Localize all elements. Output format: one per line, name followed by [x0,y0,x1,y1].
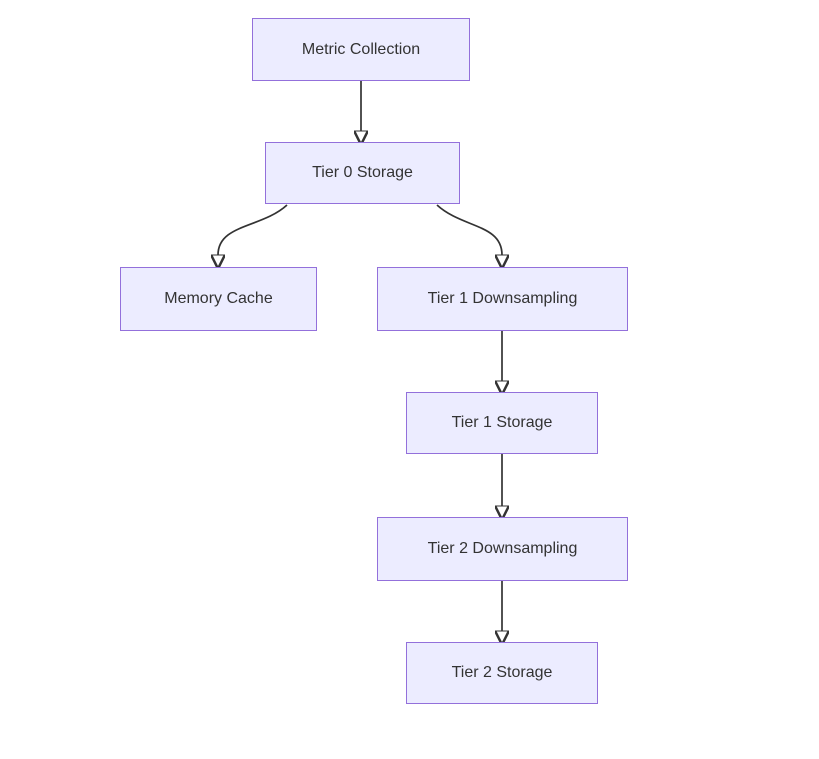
node-tier1-downsampling: Tier 1 Downsampling [377,267,628,331]
node-tier1-downsampling-label: Tier 1 Downsampling [427,290,578,307]
node-metric-collection-label: Metric Collection [301,40,421,58]
node-tier1-storage-label: Tier 1 Storage [451,414,553,431]
edge-tier0-to-t1down [436,204,502,255]
node-memory-cache-label: Memory Cache [164,290,273,307]
node-tier0-storage-label: Tier 0 Storage [312,164,413,181]
node-tier1-storage: Tier 1 Storage [406,392,598,454]
node-tier2-downsampling: Tier 2 Downsampling [377,517,628,581]
node-tier2-storage: Tier 2 Storage [406,642,598,704]
node-tier2-downsampling-label: Tier 2 Downsampling [427,540,578,557]
node-tier2-storage-label: Tier 2 Storage [451,664,553,681]
edge-tier0-to-memcache [218,204,288,255]
node-metric-collection: Metric Collection [252,18,470,81]
node-memory-cache: Memory Cache [120,267,317,331]
node-tier0-storage: Tier 0 Storage [265,142,460,204]
